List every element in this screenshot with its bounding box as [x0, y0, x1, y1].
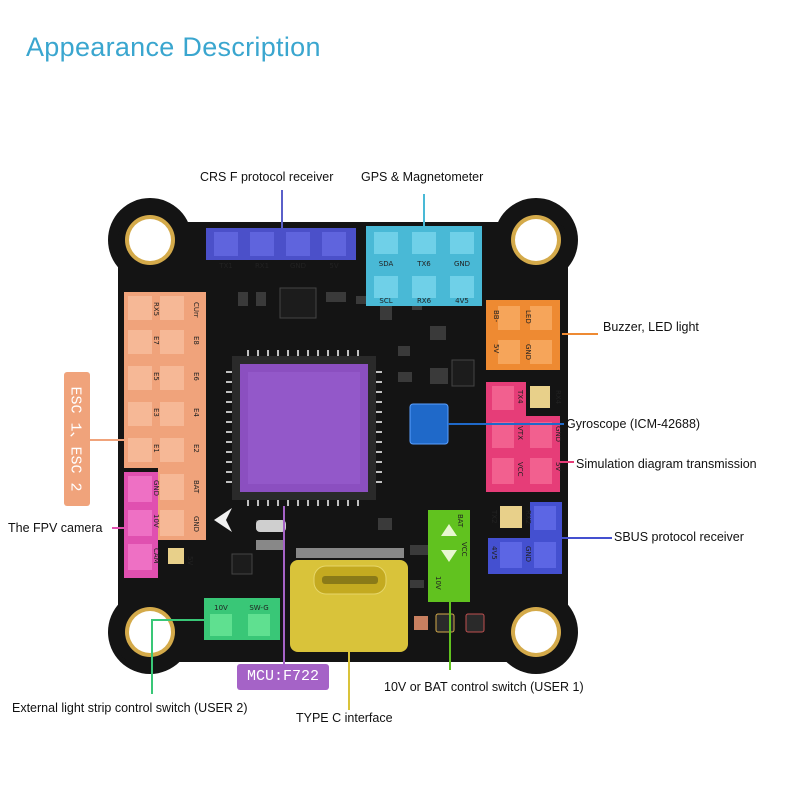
pin-label: 10V [214, 604, 228, 612]
pin-label: E8 [192, 336, 200, 345]
pin-label: E7 [152, 336, 160, 345]
pin-label: BAT [192, 480, 200, 494]
pin-label: TX4 [516, 389, 524, 404]
pin-label: E6 [192, 372, 200, 381]
esc-tag-text: ESC 1、ESC 2 [66, 386, 84, 492]
pin-label: GND [152, 480, 160, 496]
callout-ext-light: External light strip control switch (USE… [12, 701, 248, 715]
callout-sbus: SBUS protocol receiver [614, 530, 744, 544]
smd-components [231, 287, 475, 588]
esc-tag: ESC 1、ESC 2 [64, 372, 90, 506]
pin-label: TX2 [490, 509, 498, 524]
callout-gps: GPS & Magnetometer [361, 170, 484, 184]
pin-label: GND [290, 262, 306, 270]
usb-type-c-port [290, 548, 408, 652]
pin-label: LED [524, 310, 532, 324]
pin-label: 5V [554, 462, 562, 471]
mcu-tag: MCU:F722 [237, 664, 329, 690]
leader-lines [90, 190, 612, 710]
pin-label: E4 [192, 408, 200, 417]
uart4-vtx-pads: TX4 RX4 VTX GND VCC 5V [486, 382, 562, 492]
pin-label: CAM [152, 548, 160, 564]
callout-typec: TYPE C interface [296, 711, 393, 725]
pin-label: E3 [152, 408, 160, 417]
pin-label: GND [524, 344, 532, 360]
gyroscope-chip [409, 403, 449, 445]
pin-label: GND [554, 426, 562, 442]
mcu-chip [226, 350, 382, 506]
pin-label: RX5 [152, 302, 160, 316]
pin-label: VCC [460, 542, 468, 557]
crsf-pads: TX1 RX1 GND 5V [206, 228, 356, 270]
pin-label: 10V [434, 576, 442, 590]
voltage-switch-pads: BAT VCC 10V [414, 510, 485, 633]
pin-label: E2 [192, 444, 200, 453]
pin-label: E1 [152, 444, 160, 453]
pin-label: GND [192, 516, 200, 532]
pin-label: CUrr [192, 302, 200, 318]
mounting-holes [125, 215, 561, 657]
pin-label: RX6 [417, 297, 432, 305]
pin-label: SW-G [249, 604, 268, 612]
pin-label: RX1 [255, 262, 269, 270]
pin-label: 10V [152, 514, 160, 528]
callout-crsf: CRS F protocol receiver [200, 170, 334, 184]
sbus-pads: TX2 RX2 4V5 GND [488, 502, 562, 574]
callout-vswitch: 10V or BAT control switch (USER 1) [384, 680, 584, 694]
pin-label: RX2 [524, 510, 532, 524]
pin-label: E5 [152, 372, 160, 381]
pin-label: VCC [516, 462, 524, 477]
callout-gyro: Gyroscope (ICM-42688) [566, 417, 701, 431]
pin-label: BAT [456, 514, 464, 528]
pin-label: TX6 [416, 260, 431, 268]
callout-buzzer: Buzzer, LED light [603, 320, 699, 334]
pin-label: 5V [186, 556, 194, 565]
pin-label: 5V [329, 262, 338, 270]
orientation-arrow [214, 508, 232, 532]
pin-label: 4V5 [490, 546, 498, 560]
callout-fpv: The FPV camera [8, 521, 103, 535]
pin-label: 5V [492, 344, 500, 353]
pin-label: VTX [516, 426, 524, 440]
light-switch-pads: 10V SW-G [204, 598, 280, 640]
crystal [256, 520, 286, 532]
pin-label: GND [454, 260, 470, 268]
pin-label: RX4 [554, 390, 562, 405]
pin-label: GND [524, 546, 532, 562]
page-title: Appearance Description [26, 32, 321, 62]
esc-pads: RX5 E7 E5 E3 E1 CUrr E8 E6 E4 E2 BAT GND [124, 292, 206, 540]
pin-label: SCL [379, 297, 392, 305]
pin-label: SDA [379, 260, 394, 268]
callout-sim: Simulation diagram transmission [576, 457, 757, 471]
buzzer-led-pads: BB- LED 5V GND [486, 300, 560, 370]
camera-pads: GND 10V CAM 5V [124, 472, 194, 578]
pin-label: BB- [492, 310, 500, 323]
pin-label: 4V5 [455, 297, 469, 305]
gps-pads: SDA TX6 GND SCL RX6 4V5 [366, 226, 482, 306]
pin-label: TX1 [218, 262, 233, 270]
